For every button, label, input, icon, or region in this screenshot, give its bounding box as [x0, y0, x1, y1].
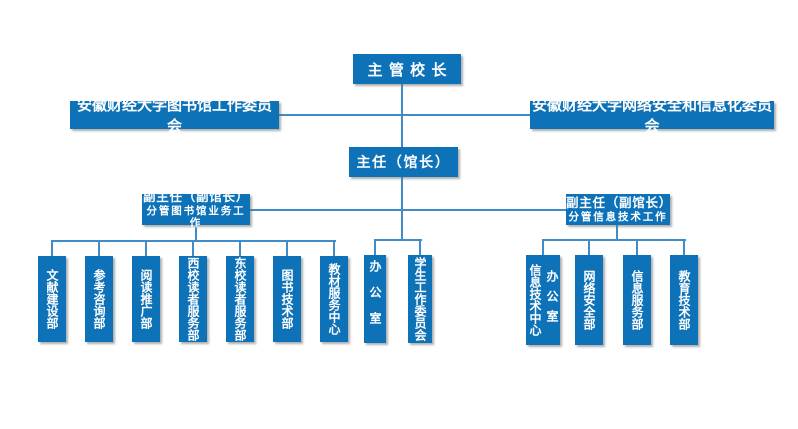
dept-box-east-campus-reader-service: 东校读者服务部 — [226, 240, 254, 342]
dept-box-it-center-office: 信息技术中心办公室 — [526, 239, 560, 345]
connector-deputy-left-drop — [195, 225, 197, 241]
connector-committees — [279, 114, 530, 116]
dept-box-reading-promotion: 阅读推广部 — [132, 240, 160, 342]
library-depts-group: 文献建设部 参考咨询部 阅读推广部 西校读者服务部 东校读者服务部 图书技术部 … — [38, 240, 348, 342]
committee-library-label: 安徽财经大学图书馆工作委员会 — [76, 98, 272, 135]
dept-label: 网络安全部 — [582, 270, 596, 330]
dept-box-textbook-service-center: 教材服务中心 — [320, 240, 348, 342]
dept-label: 办公室 — [368, 260, 382, 338]
deputy-library-subtitle: 分管图书馆业务工作 — [146, 204, 246, 229]
dept-label: 学生工作委员会 — [413, 257, 427, 341]
director-box: 主任（馆长） — [349, 147, 458, 177]
committee-network-box: 安徽财经大学网络安全和信息化委员会 — [530, 98, 774, 135]
deputy-it-subtitle: 分管信息技术工作 — [568, 210, 668, 223]
dept-box-information-service: 信息服务部 — [623, 239, 651, 345]
committee-library-box: 安徽财经大学图书馆工作委员会 — [70, 98, 279, 135]
dept-label: 阅读推广部 — [139, 269, 153, 329]
deputy-it-title: 副主任（副馆长） — [566, 196, 673, 211]
dept-label: 东校读者服务部 — [233, 257, 247, 341]
dept-label: 西校读者服务部 — [186, 257, 200, 341]
director-label: 主任（馆长） — [356, 154, 451, 170]
deputy-library-box: 副主任（副馆长） 分管图书馆业务工作 — [142, 190, 250, 229]
dept-box-network-security: 网络安全部 — [575, 239, 603, 345]
connector-it-group — [542, 239, 686, 241]
dept-label: 图书技术部 — [280, 269, 294, 329]
dept-box-office: 办公室 — [364, 239, 386, 343]
it-depts-group: 信息技术中心办公室 网络安全部 信息服务部 教育技术部 — [526, 239, 698, 345]
dept-label-side: 办公室 — [545, 270, 559, 330]
connector-director-down — [401, 177, 403, 240]
root-label: 主管校长 — [367, 61, 453, 79]
dept-label: 参考咨询部 — [92, 269, 106, 329]
dept-box-west-campus-reader-service: 西校读者服务部 — [179, 240, 207, 342]
committee-network-label: 安徽财经大学网络安全和信息化委员会 — [531, 98, 772, 135]
dept-label: 教材服务中心 — [327, 263, 341, 335]
dept-box-education-technology: 教育技术部 — [670, 239, 698, 345]
dept-box-document-construction: 文献建设部 — [38, 240, 66, 342]
deputy-it-box: 副主任（副馆长） 分管信息技术工作 — [566, 194, 673, 225]
dept-label: 文献建设部 — [45, 269, 59, 329]
connector-deputies — [250, 209, 566, 211]
direct-depts-group: 办公室 学生工作委员会 — [364, 239, 432, 343]
dept-label: 信息服务部 — [630, 270, 644, 330]
dept-box-reference-consulting: 参考咨询部 — [85, 240, 113, 342]
connector-deputy-right-drop — [616, 225, 618, 241]
dept-box-book-technology: 图书技术部 — [273, 240, 301, 342]
deputy-library-title: 副主任（副馆长） — [142, 190, 249, 205]
connector-direct-group — [374, 239, 422, 241]
dept-label: 教育技术部 — [677, 270, 691, 330]
root-box-president: 主管校长 — [353, 54, 461, 84]
dept-label-main: 信息技术中心 — [528, 264, 542, 336]
dept-box-student-work-committee: 学生工作委员会 — [408, 239, 432, 343]
